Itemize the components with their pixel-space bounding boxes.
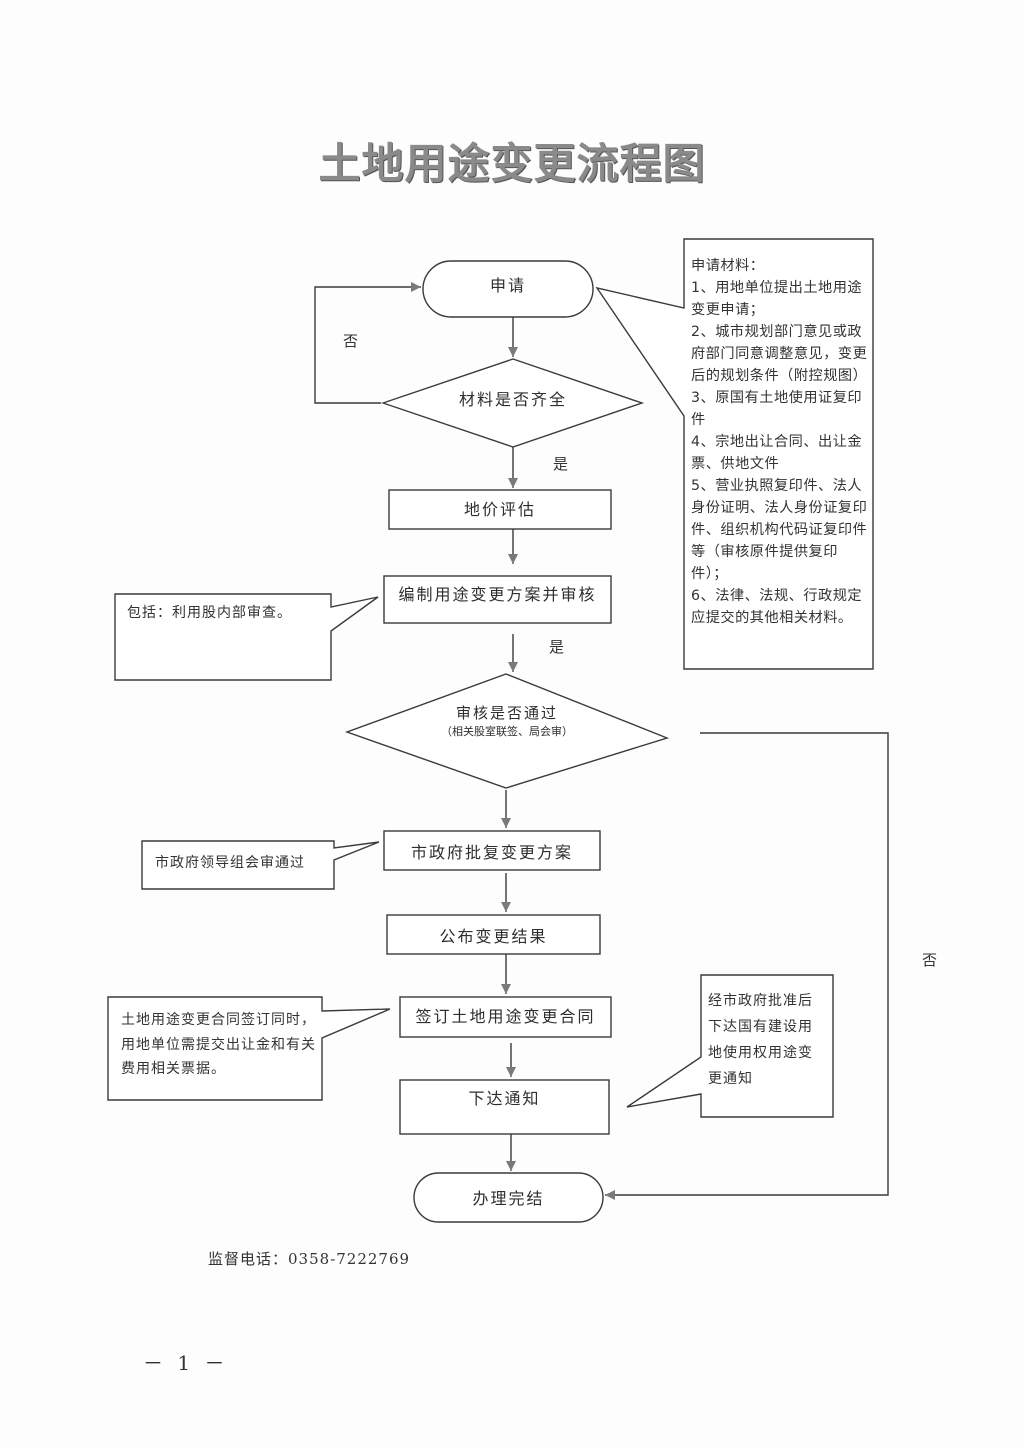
gov-approve-box (383, 830, 601, 871)
review-pass-node: 审核是否通过 (455, 703, 558, 722)
edge-label-materials-no: 否 (343, 332, 359, 350)
notice-callout-shape (626, 974, 834, 1118)
materials-list-callout: 申请材料： 1、用地单位提出土地用途变更申请； 2、城市规划部门意见或政府部门同… (691, 255, 873, 629)
page-number: － 1 － (143, 1351, 229, 1375)
materials-check-node: 材料是否齐全 (458, 390, 567, 409)
apply-node: 申请 (489, 276, 526, 295)
materials-callout-shape (595, 238, 874, 670)
prepare-plan-callout-text: 包括：利用股内部审查。 (127, 605, 292, 621)
issue-notice-box (399, 1079, 610, 1135)
materials-heading: 申请材料： (691, 258, 765, 274)
publish-result-box (386, 914, 601, 955)
hotline-label: 监督电话： (208, 1250, 289, 1268)
gov-approve-node: 市政府批复变更方案 (410, 842, 573, 862)
materials-item: 4、宗地出让合同、出让金票、供地文件 (691, 434, 863, 472)
publish-result-node: 公布变更结果 (439, 926, 548, 946)
review-pass-diamond (344, 673, 670, 789)
contract-callout-shape (107, 996, 391, 1101)
land-price-eval-box (388, 489, 612, 530)
edge-review-no (605, 732, 889, 1200)
materials-item: 1、用地单位提出土地用途变更申请； (691, 280, 863, 318)
edge-label-plan-yes: 是 (549, 638, 565, 656)
materials-item: 6、法律、法规、行政规定应提交的其他相关材料。 (691, 588, 863, 626)
prepare-plan-node: 编制用途变更方案并审核 (398, 585, 597, 604)
materials-item: 2、城市规划部门意见或政府部门同意调整意见，变更后的规划条件（附控规图） (691, 324, 868, 384)
notice-callout-text: 经市政府批准后下达国有建设用地使用权用途变更通知 (708, 993, 813, 1087)
materials-item: 3、原国有土地使用证复印件 (691, 390, 863, 428)
issue-notice-node: 下达通知 (468, 1089, 541, 1108)
prepare-plan-callout-shape (114, 593, 379, 681)
land-price-eval-node: 地价评估 (463, 500, 536, 519)
hotline: 监督电话：0358-7222769 (208, 1248, 410, 1269)
page-title: 土地用途变更流程图 (318, 139, 706, 188)
complete-terminator-shape (413, 1172, 604, 1223)
complete-node: 办理完结 (472, 1188, 545, 1208)
sign-contract-node: 签订土地用途变更合同 (415, 1007, 596, 1026)
edge-label-materials-yes: 是 (553, 455, 569, 473)
review-pass-sublabel: （相关股室联签、局会审） (441, 725, 573, 738)
prepare-plan-box (383, 575, 612, 624)
sign-contract-box (399, 996, 612, 1038)
gov-approve-callout-text: 市政府领导组会审通过 (155, 855, 305, 871)
gov-approve-callout-shape (141, 840, 380, 890)
edge-materials-no-loop (314, 282, 421, 404)
materials-item: 5、营业执照复印件、法人身份证明、法人身份证复印件、组织机构代码证复印件等（审核… (691, 478, 868, 582)
hotline-number: 0358-7222769 (288, 1250, 411, 1268)
edge-label-review-no: 否 (922, 951, 938, 969)
contract-callout-text: 土地用途变更合同签订同时，用地单位需提交出让金和有关费用相关票据。 (121, 1012, 316, 1077)
apply-terminator-shape (422, 260, 594, 318)
